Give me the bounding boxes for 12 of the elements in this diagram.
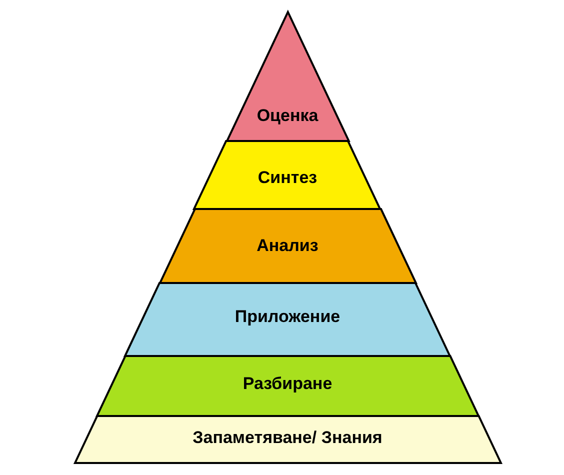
pyramid-level xyxy=(226,12,348,141)
pyramid-level xyxy=(74,416,500,463)
level-label: Запаметяване/ Знания xyxy=(192,428,382,448)
level-label: Разбиране xyxy=(242,374,332,394)
level-label: Оценка xyxy=(256,106,318,126)
pyramid-level xyxy=(125,283,450,356)
pyramid-level xyxy=(96,356,478,416)
level-label: Синтез xyxy=(258,168,318,188)
pyramid-level xyxy=(160,209,416,283)
pyramid-level xyxy=(194,141,381,209)
level-label: Приложение xyxy=(234,307,340,327)
level-label: Анализ xyxy=(256,236,318,256)
